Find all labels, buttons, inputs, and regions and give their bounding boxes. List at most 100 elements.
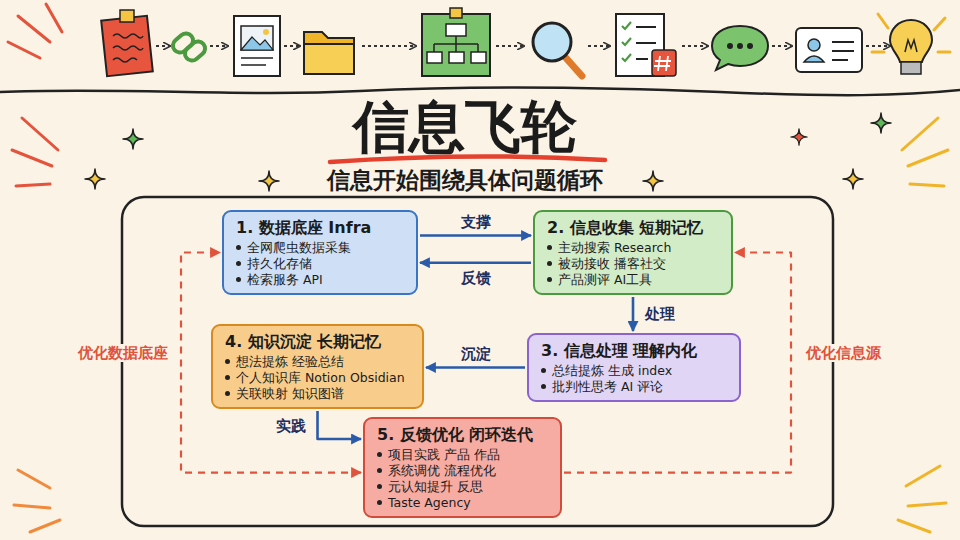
bullet-text: 个人知识库 Notion Obsidian [236, 370, 405, 385]
sparkle [259, 171, 279, 191]
bullet-text: 持久化存储 [247, 256, 312, 271]
bullet-dot [377, 484, 382, 489]
edge-label: 优化信息源 [803, 344, 884, 362]
ray [910, 184, 944, 186]
note-icon [101, 10, 153, 76]
bullet-dot [377, 452, 382, 457]
strip-arrow [210, 45, 228, 47]
sparkle [123, 129, 143, 149]
rays-bottom-right [898, 466, 946, 532]
bullet-text: Taste Agency [388, 495, 471, 510]
bullet-row: 批判性思考 AI 评论 [541, 379, 727, 395]
note-lines [113, 34, 143, 62]
bullet-text: 产品测评 AI工具 [558, 272, 652, 287]
ray [908, 150, 948, 166]
ray [18, 470, 50, 488]
link-ring [182, 39, 208, 64]
ray [906, 466, 940, 486]
board [422, 14, 490, 76]
bulb-filament [905, 40, 917, 52]
ray [872, 51, 884, 54]
bullet-row: 被动接收 播客社交 [547, 256, 719, 272]
bullet-dot [547, 245, 552, 250]
card [796, 28, 862, 72]
magnifier-handle [566, 58, 582, 76]
box-heading: 5. 反馈优化 闭环迭代 [377, 424, 548, 445]
subtitle: 信息开始围绕具体问题循环 [0, 165, 930, 195]
bullet-row: 主动搜索 Research [547, 240, 719, 256]
flow-arrow [420, 234, 531, 237]
bulb-glass [890, 20, 932, 62]
process-box: 2. 信息收集 短期记忆主动搜索 Research被动接收 播客社交产品测评 A… [533, 210, 733, 295]
process-box: 1. 数据底座 Infra全网爬虫数据采集持久化存储检索服务 API [222, 210, 418, 295]
sparkle [871, 113, 891, 133]
doc-sun [263, 29, 269, 35]
box-heading: 3. 信息处理 理解内化 [541, 340, 727, 361]
rays-mid-right [902, 118, 948, 186]
id-card-icon [796, 28, 862, 72]
strip-arrow [866, 45, 890, 47]
ray [18, 16, 50, 42]
rays-bottom-left [14, 470, 60, 532]
strip-arrow [156, 45, 170, 47]
strip-arrow [496, 45, 524, 47]
bulb-base [901, 62, 921, 74]
edge-label: 实践 [273, 417, 309, 435]
sparkle [85, 169, 105, 189]
bullet-row: Taste Agency [377, 495, 548, 511]
chart-box [449, 52, 464, 63]
hash-tag [652, 50, 676, 76]
chat-bubble [712, 26, 768, 70]
bullet-row: 项目实践 产品 作品 [377, 447, 548, 463]
flow-arrow [632, 297, 635, 331]
flow-arrow [426, 366, 525, 369]
strip-arrow [772, 45, 792, 47]
strip-arrow [682, 45, 708, 47]
process-box: 4. 知识沉淀 长期记忆想法提炼 经验总结个人知识库 Notion Obsidi… [211, 324, 424, 409]
doc-lines [241, 58, 273, 65]
bullet-text: 批判性思考 AI 评论 [552, 379, 663, 394]
title-underline [330, 156, 605, 162]
bullet-dot [236, 245, 241, 250]
bullet-row: 检索服务 API [236, 272, 404, 288]
chat-dot [747, 43, 753, 49]
note-pin [120, 10, 134, 22]
box-heading: 2. 信息收集 短期记忆 [547, 217, 719, 238]
strip-border [0, 87, 960, 95]
image-doc-icon [234, 16, 280, 76]
bullet-dot [377, 500, 382, 505]
diagram-title: 信息飞轮 [0, 96, 930, 156]
bullet-dot [225, 391, 230, 396]
card-body [804, 56, 824, 62]
card-head [808, 39, 820, 51]
folder-front [304, 44, 354, 74]
bullet-dot [541, 368, 546, 373]
ray [14, 505, 50, 508]
checklist-icon [616, 14, 676, 76]
bullet-text: 关联映射 知识图谱 [236, 386, 344, 401]
box-heading: 1. 数据底座 Infra [236, 217, 404, 238]
bullet-row: 系统调优 流程优化 [377, 463, 548, 479]
folder-icon [304, 32, 354, 74]
strip-arrow [362, 45, 416, 47]
ray [878, 14, 888, 28]
bullet-text: 主动搜索 Research [558, 240, 671, 255]
lightbulb-icon [890, 20, 932, 74]
sparkle [791, 129, 807, 145]
checkmarks [622, 22, 631, 61]
bullet-row: 持久化存储 [236, 256, 404, 272]
board-pin [450, 8, 462, 18]
ray [16, 184, 50, 186]
bullet-dot [541, 384, 546, 389]
note-sheet [101, 16, 153, 77]
bullet-row: 关联映射 知识图谱 [225, 386, 410, 402]
doc-mountain [241, 37, 273, 50]
process-box: 5. 反馈优化 闭环迭代项目实践 产品 作品系统调优 流程优化元认知提升 反思T… [363, 417, 562, 518]
ray [46, 4, 62, 32]
ray [8, 42, 40, 58]
bullet-row: 个人知识库 Notion Obsidian [225, 370, 410, 386]
rays-mid-left [12, 118, 58, 186]
sparkle [843, 169, 863, 189]
bullet-text: 系统调优 流程优化 [388, 463, 496, 478]
